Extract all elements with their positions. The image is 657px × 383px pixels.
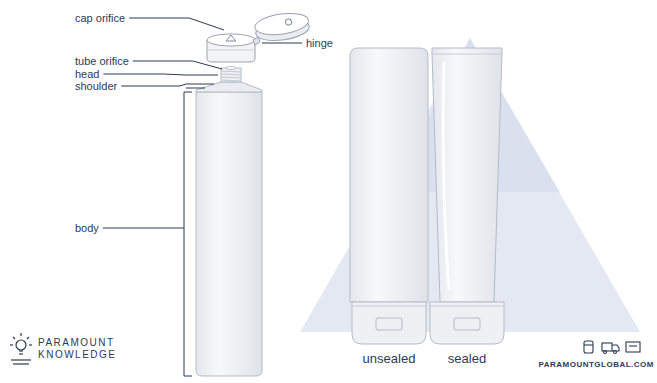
cap-rim <box>430 306 504 307</box>
flip-lid <box>254 10 311 43</box>
body-bracket <box>184 75 218 376</box>
leader-line <box>133 61 222 69</box>
leader-line <box>103 228 184 229</box>
watermark-triangle <box>300 38 640 332</box>
part-label: cap orifice <box>75 12 125 24</box>
brand-name: PARAMOUNT KNOWLEDGE <box>38 337 116 361</box>
state-label: unsealed <box>363 351 416 366</box>
service-icons <box>584 341 640 354</box>
cap-tab <box>376 318 402 330</box>
part-label: shoulder <box>75 80 117 92</box>
tube-head <box>221 68 241 82</box>
state-label: sealed <box>448 351 486 366</box>
unsealed-cap <box>352 302 426 344</box>
leader-line <box>121 84 186 86</box>
cap-rim <box>352 306 426 307</box>
part-label: head <box>75 68 99 80</box>
sealed-cap <box>430 302 504 344</box>
part-label: tube orifice <box>75 55 129 67</box>
thread-lines <box>221 71 241 81</box>
hinge-part <box>253 37 260 45</box>
leader-line <box>129 18 224 30</box>
sealed-tube <box>432 48 502 302</box>
leader-line <box>262 43 302 44</box>
leader-line <box>103 74 186 75</box>
website-url: PARAMOUNTGLOBAL.COM <box>538 360 654 370</box>
tube-orifice <box>226 67 236 70</box>
cap-tab <box>454 318 480 330</box>
unsealed-tube <box>350 48 428 302</box>
crimp-seal <box>432 54 502 55</box>
cap-orifice <box>226 35 236 41</box>
bulb-icon <box>10 333 32 364</box>
part-label: body <box>75 222 99 234</box>
part-label: hinge <box>306 37 333 49</box>
highlight <box>443 62 449 290</box>
cap-seam <box>207 50 255 51</box>
tube-body <box>196 92 262 376</box>
cap-top <box>207 34 255 46</box>
